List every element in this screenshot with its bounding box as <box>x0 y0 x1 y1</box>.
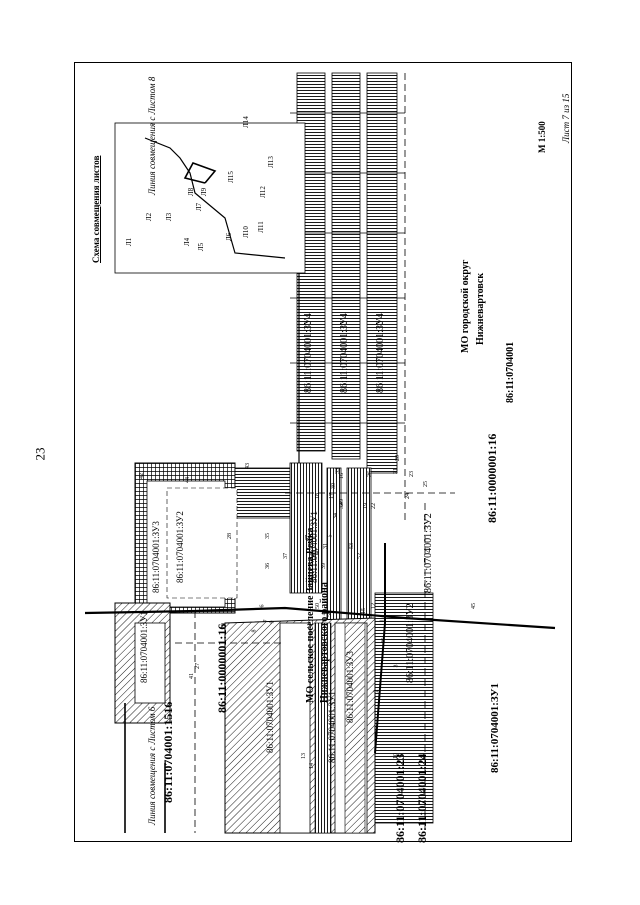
inset-l15: Л15 <box>226 171 235 183</box>
point-label: 3 <box>393 664 400 668</box>
match-line-bottom: Линия совмещения с Листом 6 <box>147 706 157 825</box>
road-strip-2 <box>331 72 361 460</box>
cadastral-map <box>84 72 556 834</box>
scale-label: М 1:500 <box>537 121 547 153</box>
point-label: 36 <box>265 563 271 569</box>
point-label: 48 <box>311 551 317 557</box>
inset-l5: Л5 <box>197 242 206 252</box>
inset-l8: Л8 <box>187 187 196 197</box>
inset-l13: Л13 <box>266 156 275 168</box>
muni-left-2: Нижневартовского района <box>319 582 330 703</box>
point-label: 5 <box>327 534 334 538</box>
point-label: 42 <box>139 473 145 479</box>
muni-right-2: Нижневартовск <box>475 272 486 345</box>
inset-l10: Л10 <box>241 226 250 238</box>
point-label: 9 <box>269 620 276 624</box>
point-label: 46 <box>381 638 387 644</box>
zu4-a: 86:11:0704001:ЗУ4 <box>303 313 314 393</box>
zu1-c: 86:11:0704001:ЗУ1 <box>265 681 275 753</box>
point-label: 51 <box>327 611 333 617</box>
cad-16-right: 86:11:0000001:16 <box>485 433 499 523</box>
point-label: 41 <box>189 673 195 679</box>
cad-23: 86:11:0704001:23 <box>393 753 407 843</box>
point-label: 15 <box>361 608 367 614</box>
road-strip-3 <box>366 72 398 474</box>
point-label: 12 <box>371 603 377 609</box>
point-label: 44 <box>185 477 191 483</box>
point-label: 39 <box>321 563 327 569</box>
point-label: 17 <box>329 493 335 499</box>
point-label: 19 <box>363 503 369 509</box>
point-label: 50 <box>315 603 321 609</box>
point-label: 34 <box>333 513 339 519</box>
cad-16-left: 86:11:0000001:16 <box>215 623 229 713</box>
inset-l6: Л6 <box>225 232 234 242</box>
cad-quarter: 86:11:0704001 <box>505 341 516 403</box>
zu4-b: 86:11:0704001:ЗУ4 <box>339 313 350 393</box>
point-label: 21 <box>393 468 399 474</box>
inset-l4: Л4 <box>183 237 192 247</box>
cad-24: 86:11:0704001:24 <box>415 753 429 843</box>
point-label: 11 <box>306 623 313 629</box>
point-label: 18 <box>315 493 321 499</box>
point-label: 31 <box>323 543 329 549</box>
zu3-a: 86:11:0704001:ЗУ3 <box>151 521 161 593</box>
muni-right-1: МО городской округ <box>460 259 471 353</box>
point-label: 23 <box>409 471 415 477</box>
sheet-label: Лист 7 из 15 <box>561 93 571 143</box>
inset-scheme <box>114 122 306 274</box>
point-label: 37 <box>283 553 289 559</box>
point-label: 6 <box>259 604 266 608</box>
point-label: 24 <box>405 493 411 499</box>
map-sheet: Линия совмещения с Листом 6 Линия совмещ… <box>74 62 572 843</box>
inset-l3: Л3 <box>165 212 174 222</box>
point-label: 1 <box>379 619 386 623</box>
inset-l11: Л11 <box>256 221 265 233</box>
inset-l2: Л2 <box>145 212 154 222</box>
inset-l9: Л9 <box>200 187 209 197</box>
inset-l12: Л12 <box>258 186 267 198</box>
inset-l14: Л14 <box>241 116 250 128</box>
zu1-d: 86:11:0704001:ЗУ1 <box>139 611 149 683</box>
match-line-top: Линия совмещения с Листом 8 <box>147 76 157 195</box>
point-label: 43 <box>245 463 251 469</box>
zu2-b: 86:11:0704001:ЗУ2 <box>423 513 434 593</box>
zu2-a: 86:11:0704001:ЗУ2 <box>175 511 185 583</box>
point-label: 27 <box>195 663 201 669</box>
municipal-boundary <box>84 606 556 630</box>
inset-l1: Л1 <box>125 237 134 247</box>
point-label: 29 <box>221 623 227 629</box>
point-label: 20 <box>395 455 401 461</box>
point-label: 8 <box>251 629 258 633</box>
zu4-c: 86:11:0704001:ЗУ4 <box>375 313 386 393</box>
point-label: 52 <box>357 553 363 559</box>
point-label: 22 <box>371 503 377 509</box>
zu2-c: 86:11:0704001:ЗУ2 <box>405 603 416 683</box>
zu1-b: 86:11:0704001:ЗУ1 <box>489 683 501 773</box>
zu3-b: 86:11:0704001:ЗУ3 <box>345 651 355 723</box>
point-label: 25 <box>423 481 429 487</box>
point-label: 45 <box>471 603 477 609</box>
zu1-a: 86:11:0704001:ЗУ1 <box>309 511 319 583</box>
inset-title: Схема совмещения листов <box>91 155 101 263</box>
point-label: 47 <box>305 535 311 541</box>
point-label: 10 <box>393 753 399 759</box>
point-label: 14 <box>309 763 315 769</box>
point-label: 53 <box>349 543 355 549</box>
page-number: 23 <box>32 447 48 461</box>
point-label: 13 <box>301 753 307 759</box>
point-label: 30 <box>331 483 337 489</box>
cad-1516: 86:11:0704001:1516 <box>161 701 175 803</box>
point-label: 2 <box>373 689 380 693</box>
inset-l7: Л7 <box>195 202 204 212</box>
point-label: 49 <box>339 499 345 505</box>
point-label: 28 <box>227 533 233 539</box>
point-label: 26 <box>367 471 373 477</box>
zu1-e: 86:11:0704001:ЗУ1 <box>327 691 337 763</box>
point-label: 35 <box>265 533 271 539</box>
point-label: 33 <box>335 468 341 474</box>
